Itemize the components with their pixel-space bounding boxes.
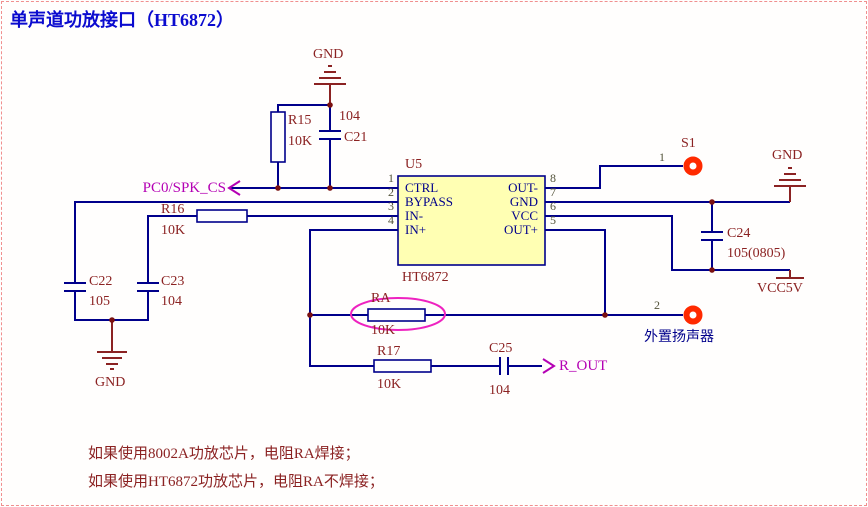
- power-symbols: [97, 65, 806, 370]
- pin-number-5: 5: [550, 213, 556, 227]
- junction-dot: [307, 312, 313, 318]
- r16-value: 10K: [161, 223, 186, 238]
- pin-number-1: 1: [388, 171, 394, 185]
- wire-segment: [277, 104, 330, 112]
- c23-value: 104: [161, 294, 182, 309]
- pad-speaker: [683, 305, 703, 325]
- s1-pin-number: 1: [659, 150, 665, 164]
- note-line-1: 如果使用8002A功放芯片，电阻RA焊接；: [88, 446, 360, 462]
- resistor-r15-body: [270, 111, 286, 163]
- junction-dot: [602, 312, 608, 318]
- capacitor-c25-plates: [499, 357, 509, 375]
- capacitor-c24-plates: [701, 231, 723, 241]
- capacitor-c21-plates: [319, 130, 341, 140]
- wire-segment: [545, 215, 790, 271]
- pin-name-in-plus: IN+: [405, 222, 427, 237]
- vcc5v-label: VCC5V: [757, 281, 803, 296]
- junction-dot: [709, 267, 715, 273]
- wire-segment: [74, 291, 149, 321]
- pin-number-2: 2: [388, 185, 394, 199]
- pin-name-vcc: VCC: [511, 208, 538, 223]
- r15-value: 10K: [288, 134, 313, 149]
- pin-name-out-plus: OUT+: [503, 222, 538, 237]
- resistor-r17-body: [373, 359, 432, 373]
- r17-designator: R17: [377, 344, 401, 359]
- pin-name-out-minus: OUT-: [508, 180, 538, 195]
- gnd-symbol-top-icon: [314, 65, 346, 105]
- wire-segment: [309, 229, 398, 367]
- pin-number-6: 6: [550, 199, 556, 213]
- c25-value: 104: [489, 383, 510, 398]
- net-label-pc0-spk-cs: PC0/SPK_CS: [142, 180, 226, 196]
- resistor-r16-body: [196, 209, 248, 223]
- resistors: [196, 111, 432, 373]
- junction-dot: [709, 199, 715, 205]
- port-arrow-r-out-icon: [542, 358, 556, 374]
- wire-segment: [545, 229, 606, 315]
- gnd-right-label: GND: [772, 148, 803, 163]
- c21-value: 104: [339, 109, 360, 124]
- pin-name-ctrl: CTRL: [405, 180, 439, 195]
- c24-designator: C24: [727, 226, 751, 241]
- ra-value: 10K: [371, 323, 396, 338]
- pin-name-in-minus: IN-: [405, 208, 424, 223]
- pin-number-7: 7: [550, 185, 556, 199]
- pad-s1: [683, 156, 703, 176]
- pin-number-3: 3: [388, 199, 394, 213]
- wire-segment: [545, 165, 683, 189]
- pin-name-gnd: GND: [509, 194, 538, 209]
- u5-part-number: HT6872: [402, 270, 449, 285]
- wire-network: [74, 104, 790, 367]
- speaker-pin-number: 2: [654, 298, 660, 312]
- net-label-r-out: R_OUT: [559, 358, 608, 374]
- pin-number-4: 4: [388, 213, 394, 227]
- c22-value: 105: [89, 294, 110, 309]
- ic-u5-body: [397, 175, 546, 266]
- port-arrow-pc0-spk-cs-icon: [227, 180, 241, 196]
- u5-designator: U5: [405, 157, 423, 172]
- s1-designator: S1: [681, 136, 696, 151]
- r16-designator: R16: [161, 202, 185, 217]
- resistor-ra-body: [367, 308, 426, 322]
- r17-value: 10K: [377, 377, 402, 392]
- c21-designator: C21: [344, 130, 368, 145]
- ra-designator: RA: [371, 291, 391, 306]
- r15-designator: R15: [288, 113, 312, 128]
- c25-designator: C25: [489, 341, 513, 356]
- c24-value: 105(0805): [727, 246, 786, 261]
- junction-dots: [109, 102, 715, 323]
- capacitor-c23-plates: [137, 282, 159, 292]
- junction-dot: [275, 185, 281, 191]
- wire-segment: [147, 215, 197, 283]
- vcc-power-bar-icon: [776, 270, 804, 279]
- junction-dot: [327, 185, 333, 191]
- gnd-top-label: GND: [313, 47, 344, 62]
- pin-number-8: 8: [550, 171, 556, 185]
- schematic-title: 单声道功放接口（HT6872）: [10, 10, 235, 30]
- pin-name-bypass: BYPASS: [405, 194, 453, 209]
- gnd-symbol-right-icon: [774, 167, 806, 202]
- junction-dot: [327, 102, 333, 108]
- capacitors: [64, 130, 723, 375]
- wire-segment: [74, 201, 398, 283]
- c23-designator: C23: [161, 274, 185, 289]
- speaker-label: 外置扬声器: [644, 330, 714, 345]
- gnd-left-label: GND: [95, 375, 126, 390]
- c22-designator: C22: [89, 274, 113, 289]
- gnd-symbol-left-icon: [97, 320, 127, 370]
- note-line-2: 如果使用HT6872功放芯片，电阻RA不焊接；: [88, 474, 384, 490]
- ra-highlight-ellipse: [350, 297, 446, 331]
- capacitor-c22-plates: [64, 282, 86, 292]
- junction-dot: [109, 317, 115, 323]
